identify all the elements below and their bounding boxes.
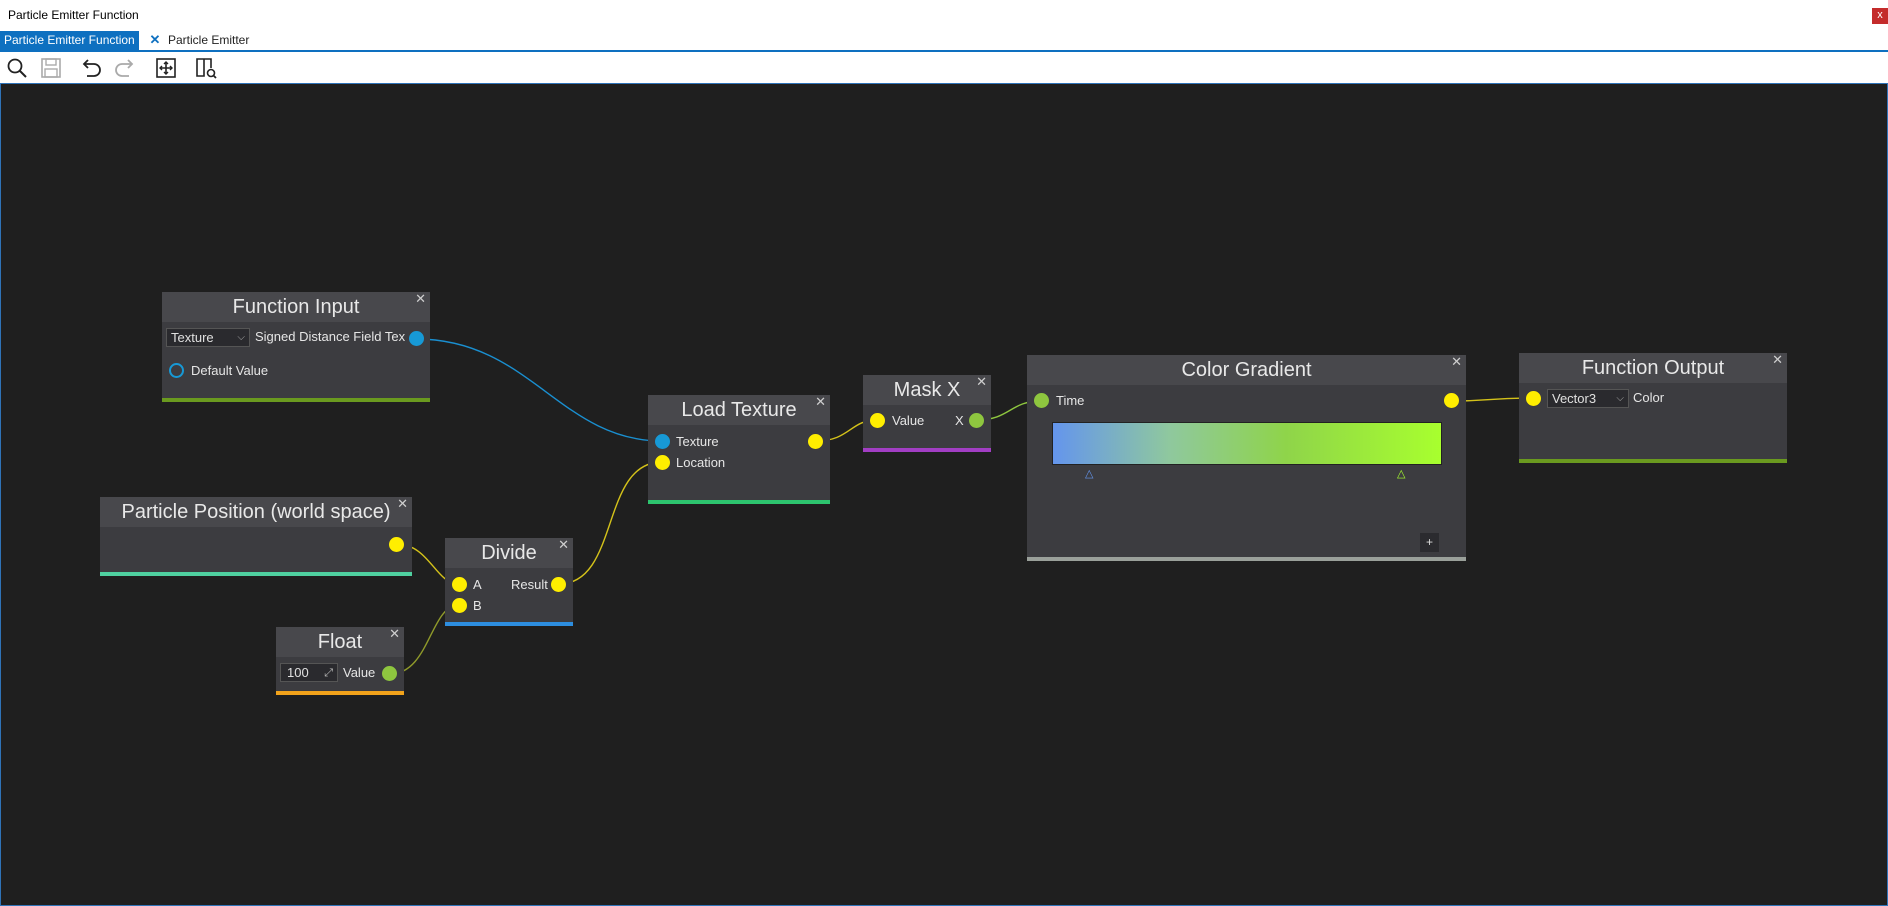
close-icon[interactable]: ✕ (415, 291, 426, 306)
float-value-input[interactable]: 100 ⤢ (280, 663, 338, 682)
output-pin[interactable] (389, 537, 404, 552)
default-value-label: Default Value (191, 363, 269, 378)
book-search-icon[interactable] (193, 55, 219, 81)
node-title[interactable]: Mask X (863, 375, 991, 405)
node-color-gradient[interactable]: Color Gradient ✕ Time △ △ + (1027, 355, 1466, 561)
default-value-pin[interactable] (169, 363, 184, 378)
type-value: Vector3 (1552, 391, 1597, 406)
input-label: Color (1633, 390, 1665, 405)
type-dropdown[interactable]: Texture ⌵ (166, 328, 250, 347)
texture-input-pin[interactable] (655, 434, 670, 449)
node-float[interactable]: Float ✕ 100 ⤢ Value (276, 627, 404, 695)
tab-particle-emitter[interactable]: Particle Emitter (168, 33, 250, 47)
window-titlebar: Particle Emitter Function x (0, 0, 1888, 32)
output-label: Result (511, 577, 548, 592)
node-color-bar (1519, 459, 1787, 463)
redo-icon[interactable] (112, 55, 138, 81)
tab-particle-emitter-function[interactable]: Particle Emitter Function (0, 31, 139, 50)
node-color-bar (445, 622, 573, 626)
node-divide[interactable]: Divide ✕ A Result B (445, 538, 573, 626)
node-color-bar (1027, 557, 1466, 561)
gradient-stop-marker[interactable]: △ (1397, 468, 1406, 480)
output-label: Value (343, 665, 376, 680)
node-title[interactable]: Function Input (162, 292, 430, 322)
close-icon[interactable]: ✕ (976, 374, 987, 389)
input-label: Value (892, 413, 925, 428)
input-b-label: B (473, 598, 482, 613)
expand-icon[interactable]: ⤢ (324, 667, 333, 679)
type-value: Texture (171, 330, 214, 345)
input-pin-a[interactable] (452, 577, 467, 592)
input-a-label: A (473, 577, 482, 592)
location-input-label: Location (676, 455, 726, 470)
close-icon[interactable]: ✕ (389, 626, 400, 641)
output-pin[interactable] (1444, 393, 1459, 408)
chevron-down-icon: ⌵ (237, 332, 245, 343)
tab-close-icon[interactable]: ✕ (149, 32, 161, 47)
close-icon[interactable]: ✕ (397, 496, 408, 511)
node-title[interactable]: Function Output (1519, 353, 1787, 383)
output-label: Signed Distance Field Tex (255, 329, 406, 344)
location-input-pin[interactable] (655, 455, 670, 470)
node-title[interactable]: Load Texture (648, 395, 830, 425)
texture-input-label: Texture (676, 434, 719, 449)
node-mask-x[interactable]: Mask X ✕ Value X (863, 375, 991, 452)
node-function-output[interactable]: Function Output ✕ Vector3 ⌵ Color (1519, 353, 1787, 463)
node-title[interactable]: Particle Position (world space) (100, 497, 412, 527)
node-color-bar (863, 448, 991, 452)
output-pin[interactable] (551, 577, 566, 592)
save-icon[interactable] (38, 55, 64, 81)
type-dropdown[interactable]: Vector3 ⌵ (1547, 389, 1629, 408)
close-icon[interactable]: ✕ (815, 394, 826, 409)
node-function-input[interactable]: Function Input ✕ Texture ⌵ Signed Distan… (162, 292, 430, 402)
gradient-stop-marker[interactable]: △ (1085, 468, 1094, 480)
output-label: X (955, 413, 964, 428)
node-color-bar (648, 500, 830, 504)
node-color-bar (162, 398, 430, 402)
time-input-label: Time (1056, 393, 1085, 408)
node-color-bar (276, 691, 404, 695)
tab-bar: Particle Emitter Function ✕ Particle Emi… (0, 31, 1888, 52)
input-pin-b[interactable] (452, 598, 467, 613)
close-icon[interactable]: ✕ (558, 537, 569, 552)
input-pin[interactable] (870, 413, 885, 428)
input-pin[interactable] (1526, 391, 1541, 406)
search-icon[interactable] (4, 55, 30, 81)
time-input-pin[interactable] (1034, 393, 1049, 408)
close-icon[interactable]: ✕ (1451, 354, 1462, 369)
close-icon[interactable]: ✕ (1772, 352, 1783, 367)
node-title[interactable]: Float (276, 627, 404, 657)
output-pin[interactable] (409, 331, 424, 346)
float-value: 100 (287, 665, 309, 680)
add-stop-button[interactable]: + (1420, 533, 1439, 552)
node-title[interactable]: Divide (445, 538, 573, 568)
gradient-preview[interactable] (1052, 422, 1442, 465)
fit-view-icon[interactable] (153, 55, 179, 81)
node-particle-position[interactable]: Particle Position (world space) ✕ (100, 497, 412, 576)
window-close-button[interactable]: x (1872, 8, 1888, 24)
node-load-texture[interactable]: Load Texture ✕ Texture Location (648, 395, 830, 504)
node-color-bar (100, 572, 412, 576)
chevron-down-icon: ⌵ (1616, 393, 1624, 404)
output-pin[interactable] (808, 434, 823, 449)
output-pin[interactable] (382, 666, 397, 681)
window-title: Particle Emitter Function (8, 8, 139, 22)
output-pin[interactable] (969, 413, 984, 428)
node-title[interactable]: Color Gradient (1027, 355, 1466, 385)
graph-canvas[interactable] (0, 83, 1888, 906)
toolbar (0, 52, 1888, 83)
undo-icon[interactable] (78, 55, 104, 81)
